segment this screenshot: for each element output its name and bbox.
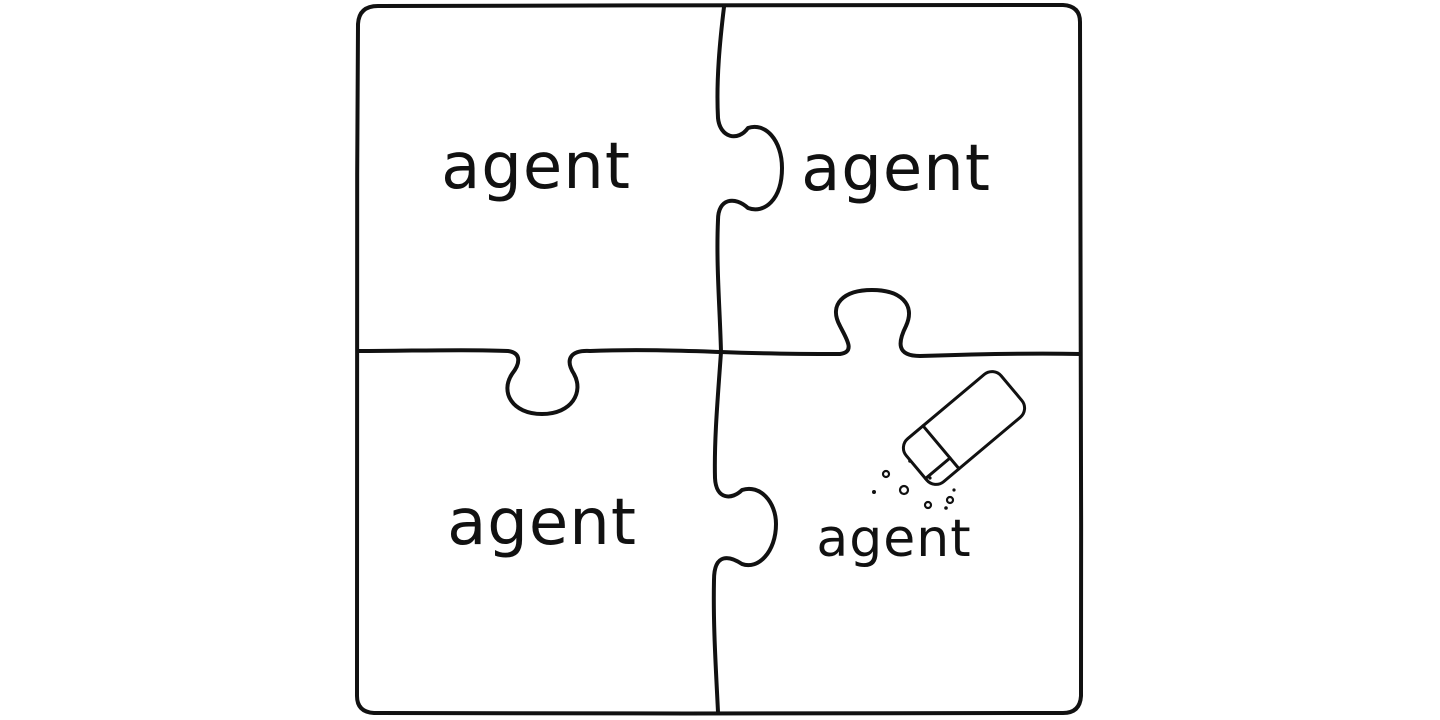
seam-vertical-top [715, 5, 784, 354]
seam-horizontal-right [719, 288, 1082, 358]
seam-horizontal-left [356, 348, 723, 416]
piece-label-bottom-right: agent [816, 509, 971, 569]
eraser-crumbs [872, 459, 956, 510]
eraser-icon [901, 370, 1027, 486]
seam-vertical-bottom [711, 350, 778, 714]
puzzle-frame [355, 3, 1084, 716]
piece-label-bottom-left: agent [447, 486, 637, 560]
piece-label-top-right: agent [801, 132, 991, 206]
piece-label-top-left: agent [441, 130, 631, 204]
